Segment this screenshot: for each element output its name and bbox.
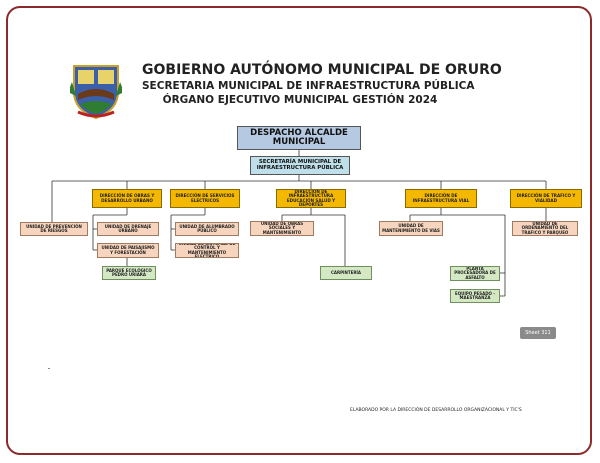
org-box-direccion-trafico: DIRECCIÓN DE TRAFICO Y VIALIDAD	[510, 189, 582, 208]
org-box-equipo-pesado: EQUIPO PESADO - MAESTRANZA	[450, 289, 500, 303]
header-gestion: ÓRGANO EJECUTIVO MUNICIPAL GESTIÓN 2024	[162, 94, 438, 106]
org-box-unidad-mantenimiento-vias: UNIDAD DE MANTENIMIENTO DE VIAS	[379, 221, 443, 236]
stray-mark	[48, 368, 50, 369]
org-box-direccion-electricos: DIRECCIÓN DE SERVICIOS ELECTRICOS	[170, 189, 240, 208]
org-box-direccion-educacion: DIRECCIÓN DE INFRAESTRUCTURA EDUCACIÓN S…	[276, 189, 346, 208]
org-box-carpinteria: CARPINTERÍA	[320, 266, 372, 280]
org-box-unidad-drenaje: UNIDAD DE DRENAJE URBANO	[97, 222, 159, 236]
org-box-planta-asfalto: PLANTA PROCESADORA DE ASFALTO	[450, 266, 500, 281]
coat-of-arms-icon	[70, 65, 122, 120]
org-box-direccion-obras: DIRECCIÓN DE OBRAS Y DESARROLLO URBANO	[92, 189, 162, 208]
org-box-direccion-vial: DIRECCIÓN DE INFRAESTRUCTURA VIAL	[405, 189, 477, 208]
header-subtitle: SECRETARIA MUNICIPAL DE INFRAESTRUCTURA …	[142, 80, 475, 92]
org-box-unidad-alumbrado: UNIDAD DE ALUMBRADO PÚBLICO	[175, 222, 239, 236]
org-box-unidad-control-electrico: UNIDAD DE SISTEMAS DE CONTROL Y MANTENIM…	[175, 243, 239, 258]
org-box-unidad-obras-sociales: UNIDAD DE OBRAS SOCIALES Y MANTENIMIENTO	[250, 221, 314, 236]
header-title: GOBIERNO AUTÓNOMO MUNICIPAL DE ORURO	[142, 62, 502, 78]
org-box-secretaria: SECRETARÍA MUNICIPAL DE INFRAESTRUCTURA …	[250, 156, 350, 175]
org-box-despacho-alcalde: DESPACHO ALCALDE MUNICIPAL	[237, 126, 361, 150]
org-box-unidad-ordenamiento-trafico: UNIDAD DE ORDENAMIENTO DEL TRAFICO Y PAR…	[512, 221, 578, 236]
org-box-unidad-riesgos: UNIDAD DE PREVENCIÓN DE RIESGOS	[20, 222, 88, 236]
footer-credit: ELABORADO POR LA DIRECCIÓN DE DESARROLLO…	[350, 408, 522, 413]
org-box-unidad-paisajismo: UNIDAD DE PAISAJISMO Y FORESTACIÓN	[97, 243, 159, 258]
org-box-parque-ecologico: PARQUE ECOLÓGICO PEDRO URIARA	[102, 266, 156, 280]
sheet-badge: Sheet 311	[520, 327, 556, 339]
